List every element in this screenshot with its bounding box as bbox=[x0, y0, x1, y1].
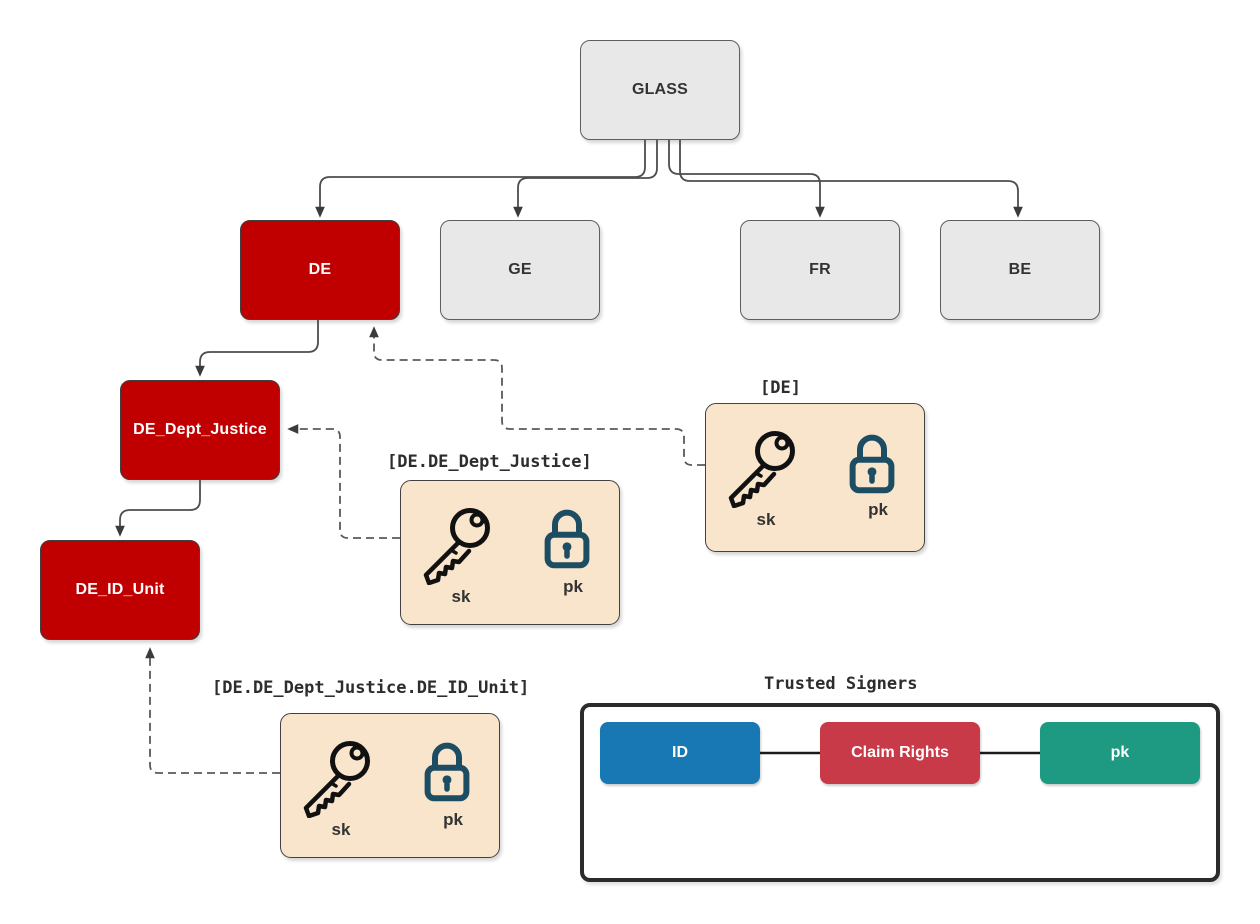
public-key-label: pk bbox=[563, 577, 583, 596]
edge-glass-ge bbox=[513, 140, 658, 218]
secret-key-label: sk bbox=[756, 510, 776, 529]
key-icon bbox=[423, 508, 490, 585]
edge-glass-be bbox=[679, 140, 1023, 218]
public-key-label: pk bbox=[443, 810, 463, 829]
edge-de-dept-justice bbox=[195, 320, 319, 377]
node-de-dept-justice-label: DE_Dept_Justice bbox=[133, 421, 267, 438]
node-glass-label: GLASS bbox=[631, 81, 689, 98]
node-be-label: BE bbox=[1008, 261, 1032, 278]
key-icon bbox=[303, 741, 370, 818]
public-key-label: pk bbox=[868, 500, 888, 519]
node-de-label: DE bbox=[308, 261, 332, 278]
node-ge-label: GE bbox=[508, 261, 532, 278]
secret-key-label: sk bbox=[331, 820, 351, 839]
chip-pk[interactable]: pk bbox=[1040, 722, 1200, 784]
trusted-signers-title: Trusted Signers bbox=[764, 674, 918, 694]
edge-keypair-dept-justice bbox=[287, 424, 400, 539]
node-be[interactable]: BE bbox=[940, 220, 1100, 320]
edge-dept-justice-id-unit bbox=[115, 480, 201, 537]
keypair-label-de: [DE] bbox=[760, 378, 801, 398]
chip-id[interactable]: ID bbox=[600, 722, 760, 784]
edge-keypair-de bbox=[369, 326, 705, 466]
keypair-label-de-dept-justice: [DE.DE_Dept_Justice] bbox=[387, 452, 592, 472]
node-fr[interactable]: FR bbox=[740, 220, 900, 320]
node-fr-label: FR bbox=[809, 261, 831, 278]
node-glass[interactable]: GLASS bbox=[580, 40, 740, 140]
edge-glass-fr bbox=[668, 140, 825, 218]
chip-id-label: ID bbox=[672, 744, 688, 761]
keypair-box-de-id-unit[interactable]: sk pk bbox=[280, 713, 500, 858]
keypair-box-de-dept-justice[interactable]: sk pk bbox=[400, 480, 620, 625]
edge-keypair-id-unit bbox=[145, 647, 280, 774]
chip-claim-rights[interactable]: Claim Rights bbox=[820, 722, 980, 784]
lock-icon bbox=[544, 509, 590, 569]
node-de[interactable]: DE bbox=[240, 220, 400, 320]
chip-claim-rights-label: Claim Rights bbox=[851, 744, 949, 761]
lock-icon bbox=[849, 434, 895, 494]
lock-icon bbox=[424, 742, 470, 802]
keypair-label-de-id-unit: [DE.DE_Dept_Justice.DE_ID_Unit] bbox=[212, 678, 530, 698]
node-de-id-unit[interactable]: DE_ID_Unit bbox=[40, 540, 200, 640]
edge-glass-de bbox=[315, 140, 646, 218]
keypair-box-de[interactable]: sk pk bbox=[705, 403, 925, 552]
secret-key-label: sk bbox=[451, 587, 471, 606]
node-de-id-unit-label: DE_ID_Unit bbox=[75, 581, 165, 598]
key-icon bbox=[728, 431, 795, 508]
node-de-dept-justice[interactable]: DE_Dept_Justice bbox=[120, 380, 280, 480]
node-ge[interactable]: GE bbox=[440, 220, 600, 320]
chip-pk-label: pk bbox=[1110, 744, 1130, 761]
